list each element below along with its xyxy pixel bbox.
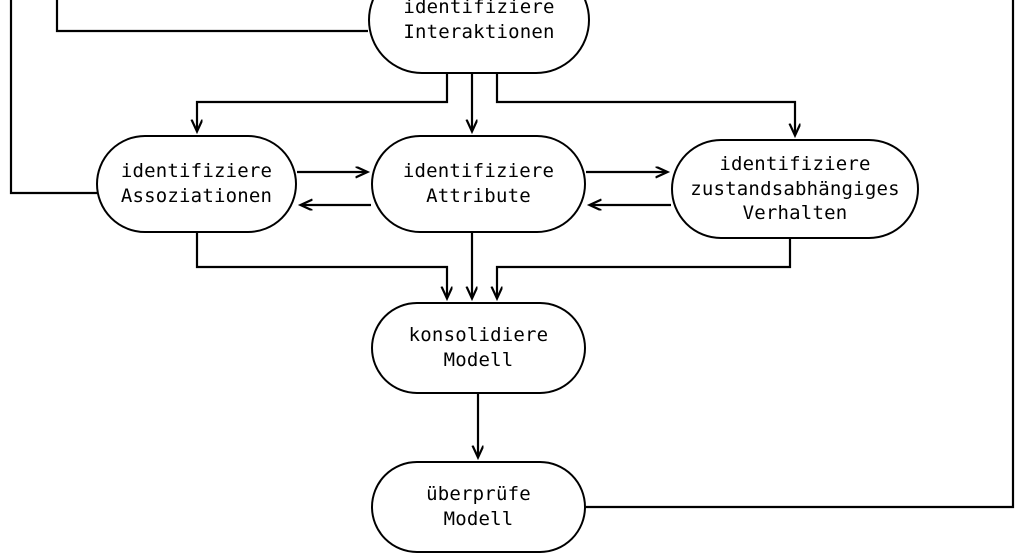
node-konsolidiere-modell[interactable]: konsolidiere Modell [371, 302, 586, 394]
node-ueberpruefe-modell[interactable]: überprüfe Modell [371, 461, 586, 553]
edge-feedback-into-assoziationen [9, 0, 97, 195]
node-label: identifiziere Assoziationen [120, 160, 273, 207]
edge-interaktionen-feedback-top [55, 0, 368, 33]
node-label: überprüfe Modell [426, 483, 531, 530]
edge-interaktionen-to-assoziationen [197, 74, 449, 131]
node-identifiziere-attribute[interactable]: identifiziere Attribute [371, 135, 586, 233]
node-identifiziere-zustandsabhaengiges-verhalten[interactable]: identifiziere zustandsabhängiges Verhalt… [671, 139, 919, 239]
node-label: konsolidiere Modell [408, 324, 549, 371]
node-label: identifiziere zustandsabhängiges Verhalt… [690, 152, 900, 225]
node-identifiziere-interaktionen[interactable]: identifiziere Interaktionen [368, 0, 590, 74]
node-label: identifiziere Interaktionen [403, 0, 555, 43]
edge-assoziationen-to-konsolidiere [195, 233, 447, 298]
edge-interaktionen-to-zustand [495, 74, 795, 135]
node-identifiziere-assoziationen[interactable]: identifiziere Assoziationen [96, 135, 297, 233]
edge-ueberpruefe-feedback-right [586, 0, 1015, 509]
edge-zustand-to-konsolidiere [497, 239, 792, 298]
node-label: identifiziere Attribute [402, 160, 555, 207]
